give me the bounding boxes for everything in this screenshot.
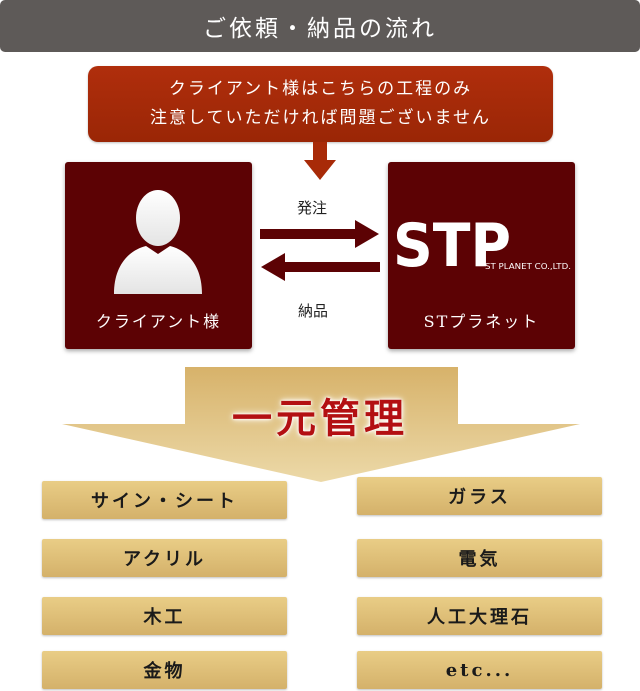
material-tag: ガラス	[357, 477, 602, 515]
material-tag: サイン・シート	[42, 481, 287, 519]
instruction-callout: クライアント様はこちらの工程のみ 注意していただければ問題ございません	[88, 66, 553, 142]
stp-logo: STP ST PLANET CO.,LTD.	[393, 214, 571, 276]
stp-box: STP ST PLANET CO.,LTD. STプラネット	[388, 162, 575, 349]
material-tag: 電気	[357, 539, 602, 577]
client-label: クライアント様	[95, 312, 222, 331]
callout-line-1: クライアント様はこちらの工程のみ	[168, 79, 473, 99]
stp-logo-text: STP	[393, 214, 511, 276]
order-label: 発注	[297, 199, 328, 217]
client-box: クライアント様	[65, 162, 252, 349]
material-tag: 人工大理石	[357, 597, 602, 635]
material-tag: アクリル	[42, 539, 287, 577]
flow-arrows	[260, 220, 380, 281]
stp-label: STプラネット	[423, 312, 540, 331]
person-icon	[114, 190, 202, 294]
delivery-label: 納品	[298, 302, 329, 320]
material-tag: 金物	[42, 651, 287, 689]
material-tag: 木工	[42, 597, 287, 635]
central-title: 一元管理	[232, 395, 408, 442]
material-tag: etc...	[357, 651, 602, 689]
order-arrow-icon	[260, 220, 379, 248]
header-title: ご依頼・納品の流れ	[203, 16, 437, 42]
callout-line-2: 注意していただければ問題ございません	[150, 108, 491, 128]
callout-down-arrow-icon	[304, 142, 336, 180]
stp-logo-subtext: ST PLANET CO.,LTD.	[485, 262, 571, 271]
delivery-arrow-icon	[261, 253, 380, 281]
big-down-arrow-icon	[62, 367, 580, 482]
page-header: ご依頼・納品の流れ	[0, 0, 640, 52]
